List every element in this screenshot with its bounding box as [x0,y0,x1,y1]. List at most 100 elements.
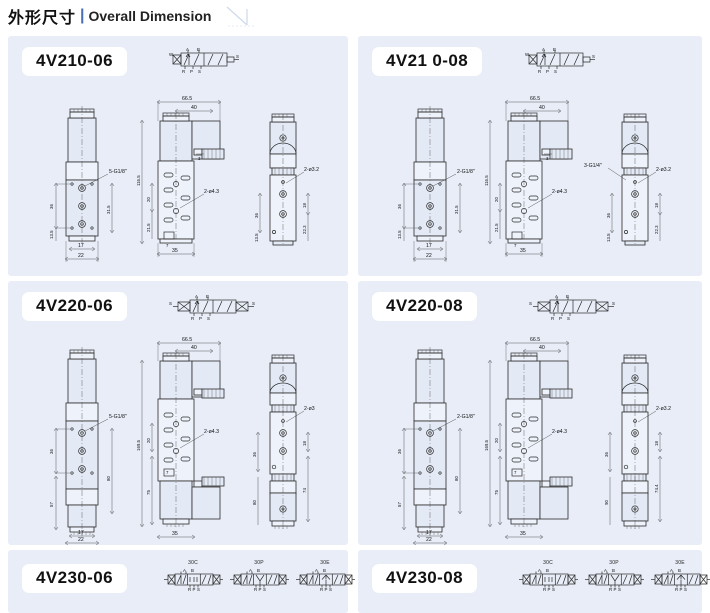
dim-665-top: 66.5 [530,96,540,102]
dim-thread-front: 5-G1/8" [109,169,127,175]
dim-36-front: 36 [49,449,54,454]
model-label: 4V21 0-08 [372,47,483,76]
port-label-p: P [559,316,562,321]
dim-80-front: 80 [454,476,459,481]
side-view: 2-ø3 36 18 74 80 [252,354,315,529]
port-label-s: S [263,587,266,592]
dim-thread-side: 3-G1/4" [584,163,602,169]
port-label-s: S [329,587,332,592]
dim-135-front: 13.5 [397,230,402,239]
dim-3-top: 3 [546,156,549,161]
dim-36-side: 36 [252,452,257,457]
port-label-b: B [678,568,681,573]
valve-symbol-30e: 30E A B R P S [650,560,710,592]
port-label-b: B [206,294,209,299]
dim-35-top: 35 [520,531,526,537]
solenoid-label-right: S [612,301,615,306]
port-label-a: A [249,568,252,573]
dim-35-top: 35 [520,248,526,254]
dim-40-top: 40 [539,105,545,111]
front-view: 2-G1/8" 36 31.5 13.5 17 22 [397,106,475,262]
top-view: 66.5 40 169.5 20 75 35 7 2-ø4.3 [136,337,225,540]
dim-18-side: 18 [302,203,307,208]
valve-symbol-group: A B R P S S [528,291,626,321]
port-label-r: R [551,316,554,321]
port-label-a: A [195,294,198,299]
dim-135-side: 13.5 [606,233,611,242]
dim-17-front: 17 [426,243,432,249]
port-label-r: R [191,316,194,321]
port-label-a: A [315,568,318,573]
dim-744-side: 74.4 [654,484,659,493]
port-label-a: A [670,568,673,573]
front-view: 5-G1/8" 36 31.5 13.5 17 22 [49,106,127,262]
solenoid-label-right: S [252,301,255,306]
dim-36-side: 36 [604,452,609,457]
dim-holes-top: 2-ø4.3 [204,429,219,435]
port-label-b: B [191,568,194,573]
model-label: 4V230-08 [372,564,477,593]
side-view: 2-ø3.2 36 18 74.4 90 [604,354,671,529]
model-label: 4V230-06 [22,564,127,593]
dim-20-top: 20 [494,438,499,443]
title-separator: | [80,7,85,24]
dim-22-front: 22 [426,253,432,259]
dim-thread-front: 2-G1/8" [457,169,475,175]
dim-holes-side: 2-ø3.2 [656,167,671,173]
dim-36-front: 36 [397,204,402,209]
valve-symbol-single-solenoid: A B R P S W S [524,44,598,74]
product-panel-4v230-06: 4V230-06 30C A B R P S [8,550,355,613]
valve-symbol-double-solenoid: A B R P S S [528,291,620,321]
top-view: 66.5 40 116.5 20 21.5 35 7 [136,96,225,257]
dim-20-top: 20 [146,438,151,443]
dim-1165-top: 116.5 [136,175,141,186]
dim-665-top: 66.5 [182,96,192,102]
valve-symbol-double-solenoid: A B R P S S [168,291,260,321]
dim-75-top: 75 [494,490,499,495]
diagonal-lines-icon [227,6,257,27]
product-panel-4v210-06: 4V210-06 A B R P S W [8,36,348,276]
port-label-p: P [199,316,202,321]
page-header: 外形尺寸 | Overall Dimension [0,0,710,32]
dim-57-front: 57 [49,502,54,507]
dim-1165-top: 116.5 [484,175,489,186]
dim-36-front: 36 [49,204,54,209]
dim-3-top: 3 [198,156,201,161]
dim-18-side: 18 [302,441,307,446]
port-label-s: S [554,69,557,74]
valve-symbol-group: A B R P S W S [524,44,604,74]
solenoid-label-left: S [529,301,532,306]
dim-17-front: 17 [78,530,84,536]
port-label-s: S [567,316,570,321]
model-label: 4V210-06 [22,47,127,76]
dim-17-front: 17 [426,530,432,536]
dim-7-top: 7 [166,243,169,248]
dim-18-side: 18 [654,441,659,446]
product-panel-4v220-06: 4V220-06 A B R P S [8,281,348,545]
dim-36-front: 36 [397,449,402,454]
valve-symbol-caption-30p: 30P [609,560,619,566]
port-label-a: A [538,568,541,573]
dim-holes-side: 2-ø3.2 [304,167,319,173]
front-view: 2-G1/8" 36 57 80 17 22 [397,347,475,545]
port-label-r: R [188,587,191,592]
port-label-b: B [257,568,260,573]
dim-223-side: 22.3 [302,225,307,234]
port-label-a: A [183,568,186,573]
valve-symbol-group: A B R P S W S [168,44,248,74]
dim-7-top: 7 [514,243,517,248]
port-label-b: B [197,47,200,52]
page-title-cn: 外形尺寸 [8,8,77,27]
dim-thread-front: 5-G1/8" [109,414,127,420]
valve-symbol-caption-30c: 30C [188,560,198,566]
dim-18-side: 18 [654,203,659,208]
port-label-s: S [552,587,555,592]
dim-7-top: 7 [514,470,517,475]
valve-symbol-30p: 30P A B R P S [229,560,289,592]
dim-315-front: 31.5 [106,205,111,214]
port-label-p: P [546,69,549,74]
port-label-b: B [546,568,549,573]
valve-symbol-30e: 30E A B R P S [295,560,355,592]
port-label-r: R [543,587,546,592]
port-label-r: R [675,587,678,592]
